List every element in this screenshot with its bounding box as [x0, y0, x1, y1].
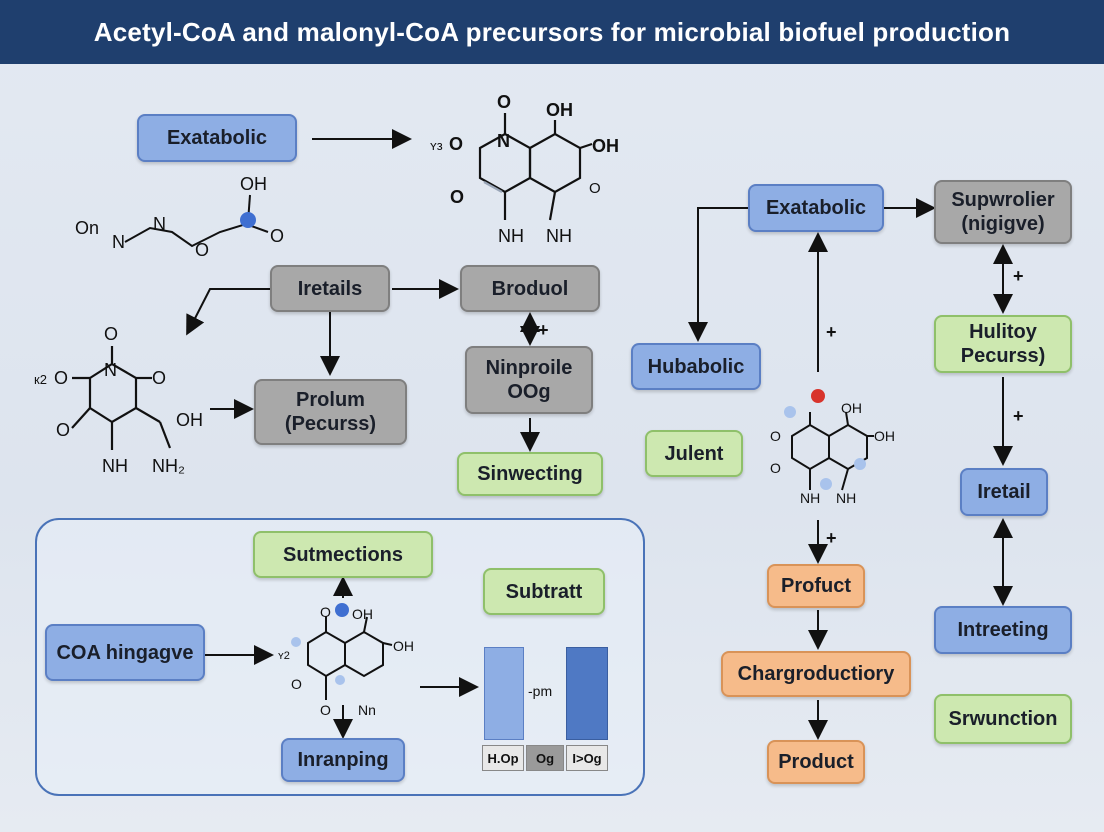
chem-label: O — [320, 702, 331, 718]
chem-label: N — [497, 131, 510, 151]
molecule-chain — [124, 194, 269, 248]
chem-label: O — [104, 324, 119, 344]
node-hulitoy: Hulitoy Pecurss) — [934, 315, 1072, 373]
chem-label: O — [54, 368, 69, 388]
node-intreeting: Intreeting — [934, 606, 1072, 654]
chem-label: O — [56, 420, 71, 440]
bar-label-hop: H.Op — [482, 745, 524, 771]
bar-hop — [484, 647, 524, 740]
node-product: Product — [767, 740, 865, 784]
chem-label: O — [770, 460, 781, 476]
node-sutmections: Sutmections — [253, 531, 433, 578]
chem-label: O — [291, 676, 302, 692]
chem-label: OH — [240, 174, 267, 194]
plus-sign: + — [1013, 406, 1024, 426]
molecule-top — [478, 113, 593, 221]
node-prolum: Prolum (Pecurss) — [254, 379, 407, 445]
chem-label: Nn — [358, 702, 376, 718]
chem-label: NH — [102, 456, 128, 476]
node-iretail: Iretail — [960, 468, 1048, 516]
node-sinwecting: Sinwecting — [457, 452, 603, 496]
chem-label: NH — [498, 226, 524, 246]
chem-label: ʏ2 — [278, 650, 290, 662]
chem-label: O — [450, 187, 465, 207]
node-profuct: Profuct — [767, 564, 865, 608]
chem-label: O — [195, 240, 210, 260]
chem-label: O — [770, 428, 781, 444]
chem-label: OH — [352, 606, 373, 622]
chem-label: ʏз — [430, 138, 443, 153]
chem-label: O — [589, 180, 601, 197]
chem-label: OH — [592, 136, 619, 156]
chem-label: N — [104, 360, 117, 380]
node-inranping: Inranping — [281, 738, 405, 782]
chem-label: O — [270, 226, 285, 246]
node-exatabolic-left: Exatabolic — [137, 114, 297, 162]
chem-label: O — [449, 134, 464, 154]
plus-sign: + — [538, 320, 549, 340]
title-bar: Acetyl-CoA and malonyl-CoA precursors fo… — [0, 0, 1104, 64]
node-subtratt: Subtratt — [483, 568, 605, 615]
chem-label: к2 — [34, 372, 47, 387]
chem-label: NH — [800, 490, 821, 506]
chem-label: NH — [836, 490, 857, 506]
node-hubabolic: Hubabolic — [631, 343, 761, 390]
node-iretails: Iretails — [270, 265, 390, 312]
plus-sign: + — [826, 322, 837, 342]
chem-label: N — [112, 232, 125, 252]
chem-label: On — [75, 218, 100, 238]
bar-iog — [566, 647, 608, 740]
arrow-exatabolic-to-hubabolic — [688, 207, 748, 342]
chem-label: O — [497, 92, 512, 112]
node-srwunction: Srwunction — [934, 694, 1072, 744]
node-julent: Julent — [645, 430, 743, 477]
chem-label: N — [153, 214, 166, 234]
node-supwrolier: Supwrolier (nigigve) — [934, 180, 1072, 244]
plus-sign: + — [1013, 266, 1024, 286]
chem-label: O — [152, 368, 167, 388]
chem-label: OH — [176, 410, 203, 430]
chem-label: NH₂ — [152, 456, 185, 476]
chem-label: NH — [546, 226, 572, 246]
chem-label: OH — [841, 400, 862, 416]
chem-label: OH — [393, 638, 414, 654]
chem-label: OH — [874, 428, 895, 444]
node-exatabolic-right: Exatabolic — [748, 184, 884, 232]
bar-label-og: Og — [526, 745, 564, 771]
molecule-right — [784, 389, 874, 491]
molecule-mid-left — [71, 346, 172, 450]
page-title: Acetyl-CoA and malonyl-CoA precursors fo… — [93, 16, 1011, 47]
chem-label: O — [320, 604, 331, 620]
arrow-iretails-to-molecule — [186, 288, 270, 336]
node-broduol: Broduol — [460, 265, 600, 312]
node-coa-hingagve: COA hingagve — [45, 624, 205, 681]
node-chargroductiory: Chargroductiory — [721, 651, 911, 697]
molecule-panel — [291, 603, 393, 700]
chem-label: OH — [546, 100, 573, 120]
plus-sign: + — [826, 528, 837, 548]
pm-label: -pm — [528, 683, 553, 699]
bar-label-iog: I>Og — [566, 745, 608, 771]
node-ninproile: Ninproile OOg — [465, 346, 593, 414]
